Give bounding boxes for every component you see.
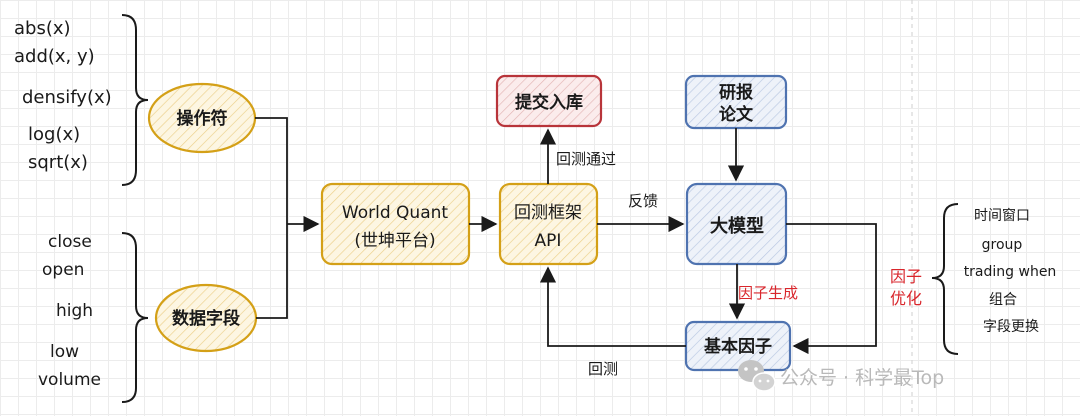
research-subtitle: 论文 (719, 104, 754, 125)
backtest-api-subtitle: API (535, 231, 562, 251)
feedback-label: 反馈 (628, 192, 658, 210)
operators-to-worldquant-edge (255, 117, 288, 224)
data-fields-node-label: 数据字段 (172, 308, 240, 329)
worldquant-title: World Quant (342, 203, 448, 223)
llm-node: 大模型 (685, 182, 788, 266)
factor-generation-label: 因子生成 (738, 284, 798, 302)
data-field-item: high (56, 301, 93, 321)
operators-node-label: 操作符 (177, 108, 228, 129)
base-factor-to-api-edge (539, 266, 686, 347)
operators-list: abs(x) add(x, y) densify(x) log(x) sqrt(… (14, 18, 112, 173)
operator-item: abs(x) (14, 18, 71, 39)
submit-label: 提交入库 (515, 92, 583, 113)
backtest-api-node: 回测框架 API (498, 182, 599, 266)
optimization-item: 字段更换 (983, 318, 1039, 335)
optimization-item: 组合 (989, 292, 1017, 308)
optimization-item: 时间窗口 (974, 207, 1030, 224)
operators-node: 操作符 (147, 82, 257, 154)
research-title: 研报 (719, 82, 753, 103)
optimization-item: group (982, 237, 1023, 253)
operators-brace (121, 14, 149, 186)
backtest-api-title: 回测框架 (514, 203, 582, 223)
data-field-item: open (42, 260, 84, 280)
datafields-to-worldquant-edge (256, 224, 288, 319)
operator-item: sqrt(x) (28, 152, 88, 173)
operator-item: densify(x) (22, 87, 112, 108)
data-fields-node: 数据字段 (154, 283, 258, 353)
operator-item: log(x) (28, 124, 80, 145)
optimization-label-line1: 因子 (890, 267, 922, 286)
watermark-text: 公众号 · 科学最Top (780, 367, 944, 389)
base-factor-label: 基本因子 (703, 336, 772, 357)
optimization-item: trading when (964, 264, 1057, 280)
data-field-item: volume (38, 370, 101, 390)
wechat-icon (738, 360, 776, 392)
backtest-pass-label: 回测通过 (556, 150, 616, 168)
llm-label: 大模型 (710, 215, 764, 237)
optimization-label-line2: 优化 (890, 289, 922, 308)
base-factor-node: 基本因子 (684, 320, 792, 372)
data-fields-list: close open high low volume (38, 232, 101, 390)
worldquant-node: World Quant (世坤平台) (320, 182, 471, 266)
data-fields-brace (121, 232, 149, 403)
watermark: 公众号 · 科学最Top (738, 360, 944, 392)
optimization-brace (931, 203, 959, 355)
llm-to-optimization-edge (786, 223, 877, 355)
data-field-item: low (50, 342, 79, 362)
optimization-list: 时间窗口 group trading when 组合 字段更换 (964, 207, 1057, 335)
data-field-item: close (48, 232, 92, 252)
research-node: 研报 论文 (684, 74, 788, 130)
submit-node: 提交入库 (495, 74, 603, 128)
operator-item: add(x, y) (14, 46, 95, 67)
worldquant-subtitle: (世坤平台) (354, 231, 435, 251)
backtest-label: 回测 (588, 360, 618, 378)
